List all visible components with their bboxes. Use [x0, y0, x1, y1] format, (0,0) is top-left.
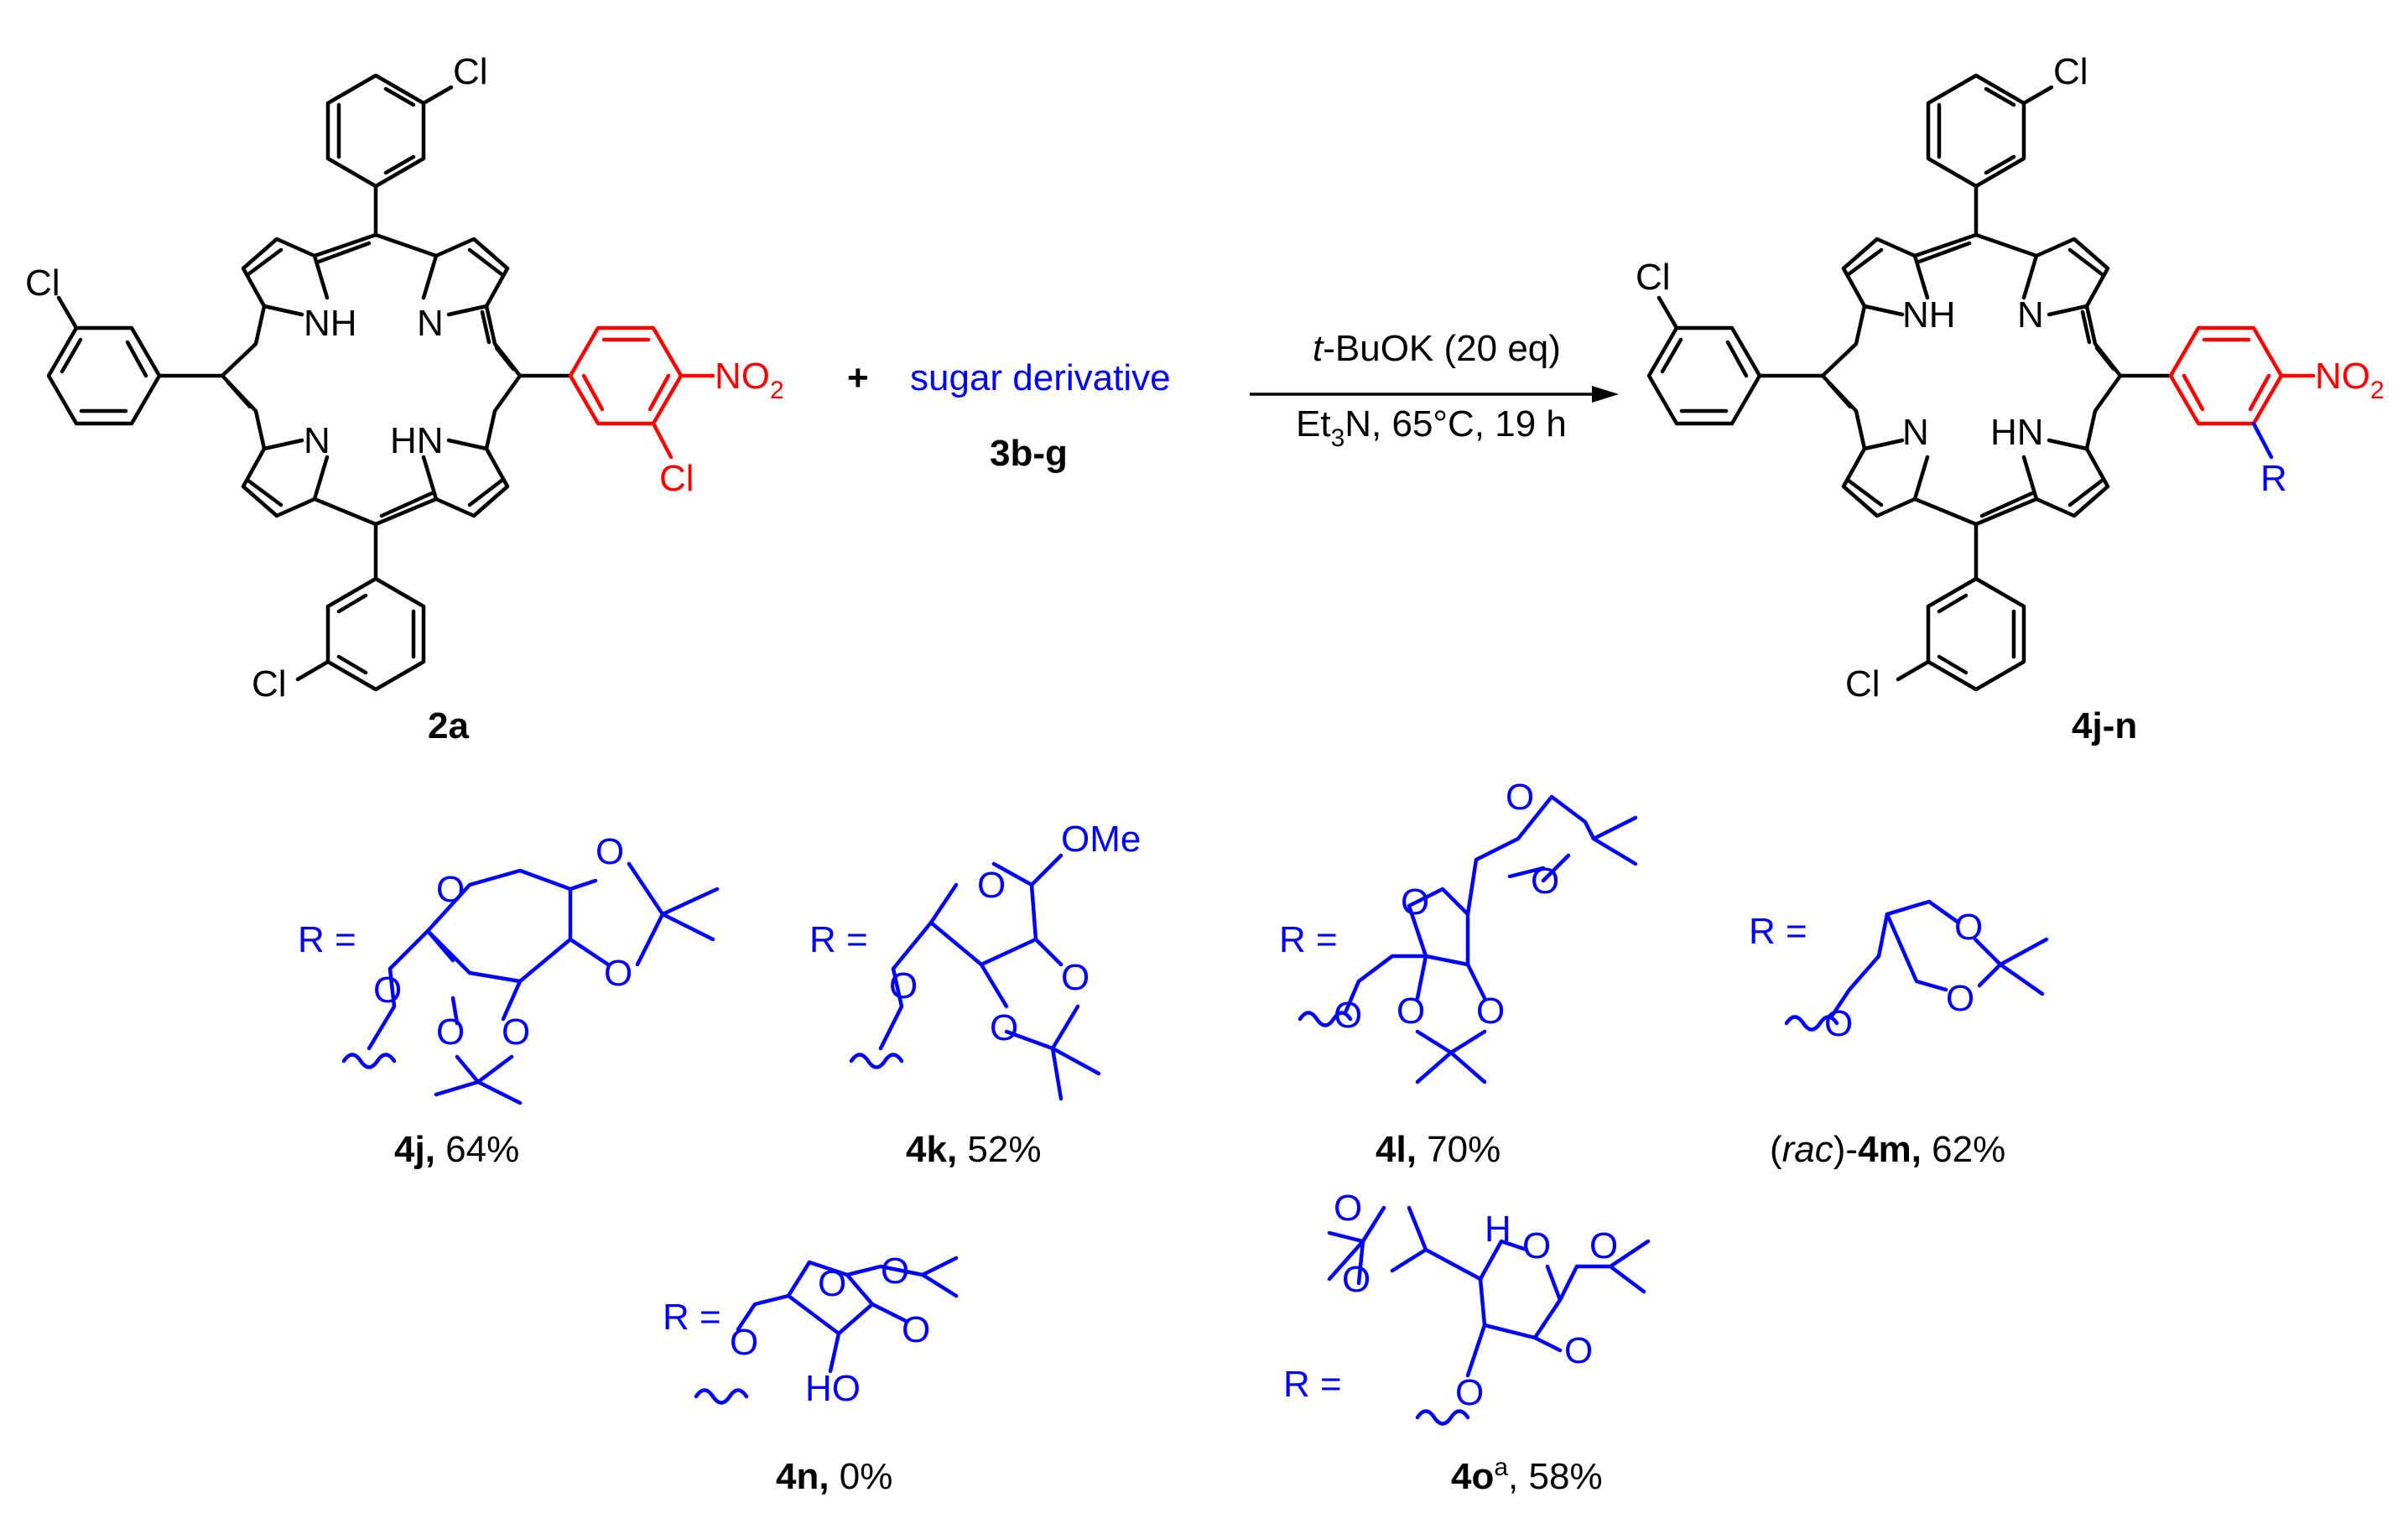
caption-4j: 4j, 64% — [394, 1129, 519, 1170]
r-eq-4m: R = — [1749, 911, 1807, 952]
svg-text:O: O — [436, 1011, 465, 1053]
product-cl-top: Cl — [2053, 51, 2088, 92]
porphyrin-core — [220, 232, 523, 527]
r-eq-4l: R = — [1279, 919, 1338, 960]
n-label-2: N — [304, 420, 330, 461]
svg-text:O: O — [902, 1309, 930, 1350]
caption-4n: 4n, 0% — [776, 1456, 892, 1497]
svg-text:O: O — [889, 965, 918, 1006]
svg-text:O: O — [818, 1263, 846, 1304]
bottom-chlorophenyl — [295, 522, 426, 692]
no2-label: NO2 — [715, 356, 784, 404]
hn-label: HN — [390, 420, 444, 461]
svg-text:O: O — [1476, 991, 1505, 1032]
svg-text:O: O — [1531, 861, 1559, 902]
cl-label-top: Cl — [453, 51, 488, 92]
svg-text:HO: HO — [805, 1368, 861, 1409]
product-r-label: R — [2260, 458, 2287, 499]
r-eq-4k: R = — [809, 919, 868, 960]
svg-text:O: O — [502, 1011, 530, 1053]
product-cl-left: Cl — [1636, 257, 1671, 298]
caption-4o: 4oa, 58% — [1451, 1453, 1603, 1497]
plus-sign: + — [847, 357, 869, 398]
svg-text:O: O — [1334, 1188, 1362, 1229]
svg-text:O: O — [1589, 1225, 1618, 1266]
product-n-1: N — [2017, 294, 2044, 335]
svg-text:O: O — [373, 970, 402, 1011]
reactant-label: 2a — [428, 705, 469, 746]
substituent-4j: R = O O O O O O 4j, 64% — [298, 831, 720, 1170]
product-porphyrin — [1646, 73, 2316, 692]
svg-text:O: O — [1396, 991, 1425, 1032]
svg-text:H: H — [1485, 1209, 1511, 1250]
n-label-1: N — [417, 303, 444, 344]
substituent-4n: R = O O O O HO 4n, 0% — [663, 1251, 959, 1497]
conditions-line-2: Et3N, 65°C, 19 h — [1296, 403, 1567, 452]
svg-text:O: O — [1946, 978, 1974, 1019]
r-eq-4o: R = — [1283, 1364, 1342, 1405]
reagent-name: sugar derivative — [910, 357, 1171, 398]
product-nh: NH — [1902, 294, 1956, 335]
cl-label-left: Cl — [25, 263, 60, 304]
svg-text:O: O — [977, 865, 1006, 906]
product-hn: HN — [1990, 412, 2044, 453]
svg-text:O: O — [1401, 881, 1429, 923]
svg-text:O: O — [1506, 777, 1534, 818]
svg-text:O: O — [1061, 957, 1090, 998]
svg-text:O: O — [604, 953, 632, 994]
nh-label: NH — [304, 303, 357, 344]
svg-text:O: O — [1455, 1372, 1484, 1413]
svg-text:O: O — [1824, 1003, 1853, 1044]
caption-4k: 4k, 52% — [906, 1129, 1041, 1170]
svg-text:O: O — [595, 831, 624, 872]
svg-text:O: O — [1954, 907, 1983, 948]
svg-text:O: O — [1522, 1225, 1551, 1266]
product-no2: NO2 — [2315, 356, 2385, 404]
svg-text:O: O — [881, 1251, 909, 1292]
svg-text:OMe: OMe — [1061, 819, 1141, 860]
product-n-2: N — [1902, 412, 1929, 453]
cl-label-bottom: Cl — [252, 663, 287, 705]
product-label: 4j-n — [2072, 705, 2137, 746]
reagent-label: 3b-g — [990, 433, 1068, 474]
caption-4l: 4l, 70% — [1376, 1129, 1500, 1170]
r-eq-4n: R = — [663, 1297, 721, 1338]
cl-label-red: Cl — [659, 458, 694, 499]
caption-4m: (rac)-4m, 62% — [1770, 1129, 2005, 1170]
substituent-4k: R = O O O O OMe 4k, 52% — [809, 819, 1141, 1170]
r-eq-4j: R = — [298, 919, 356, 960]
svg-text:O: O — [1334, 995, 1362, 1036]
nitro-chlorophenyl — [517, 325, 715, 460]
substituent-4m: R = O O O (rac)-4m, 62% — [1749, 899, 2049, 1170]
left-chlorophenyl — [46, 295, 225, 426]
svg-text:O: O — [990, 1007, 1018, 1048]
top-chlorophenyl — [325, 73, 454, 237]
substituent-4o: R = O O O O O O H 4oa, 58% — [1283, 1188, 1651, 1497]
reaction-arrow — [1250, 386, 1619, 403]
svg-text:O: O — [730, 1322, 758, 1363]
svg-text:O: O — [436, 869, 465, 910]
svg-text:O: O — [1564, 1330, 1593, 1371]
reactant-porphyrin-2a: Cl — [25, 51, 784, 746]
svg-text:O: O — [1342, 1259, 1370, 1300]
substituent-4l: R = O O O O O O 4l, 70% — [1279, 777, 1638, 1170]
conditions-line-1: t-BuOK (20 eq) — [1313, 328, 1561, 369]
product-cl-bottom: Cl — [1845, 663, 1880, 705]
